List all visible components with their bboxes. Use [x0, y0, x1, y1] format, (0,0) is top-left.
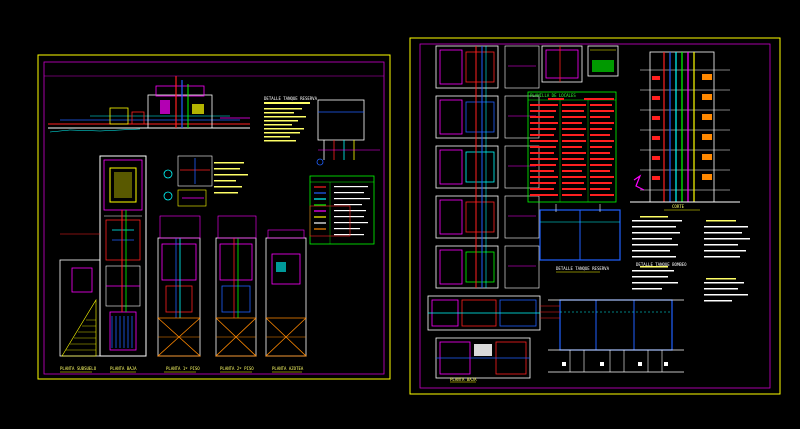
floor-plans-column	[435, 45, 540, 289]
tank-detail-label-1: DETALLE TANQUE RESERVA	[556, 266, 609, 271]
riser-elevation	[630, 51, 740, 211]
tank-detail-label-2: DETALLE TANQUE BOMBEO	[636, 262, 687, 267]
floor-plans-grid	[156, 215, 308, 357]
plan-label-first-floor: PLANTA 1º PISO	[166, 366, 200, 371]
cistern-section	[540, 299, 684, 373]
right-sheet-inner-border	[419, 43, 771, 389]
plan-label-roof: PLANTA AZOTEA	[272, 366, 304, 371]
notes-text-block	[264, 102, 310, 142]
specification-text	[632, 220, 750, 302]
tank-detail-section	[539, 204, 621, 273]
tall-floor-plan	[99, 155, 147, 357]
schedule-table	[527, 91, 617, 203]
isometric-detail	[163, 155, 248, 207]
top-section-profile	[48, 76, 250, 133]
schedule-table-title: PLANILLA DE LOCALES	[530, 93, 576, 98]
left-sheet-outer-border	[37, 54, 391, 380]
right-plan-label: PLANTA BAJA	[450, 377, 477, 382]
right-sheet-outer-border	[409, 37, 781, 395]
ground-floor-plan	[427, 295, 541, 383]
right-sheet	[409, 37, 781, 395]
plan-label-second-floor: PLANTA 2º PISO	[220, 366, 254, 371]
ramp-plan	[59, 233, 101, 357]
plan-label-ground: PLANTA BAJA	[110, 366, 137, 371]
legend-table	[309, 175, 375, 245]
top-middle-plans	[541, 45, 619, 83]
left-sheet-inner-border	[43, 61, 385, 375]
plan-label-basement: PLANTA SUBSUELO	[60, 366, 97, 371]
left-sheet	[37, 54, 391, 380]
tank-detail-label: DETALLE TANQUE RESERVA	[264, 96, 317, 101]
tank-detail-diagram	[316, 99, 380, 166]
elevation-label: CORTE	[672, 204, 685, 209]
